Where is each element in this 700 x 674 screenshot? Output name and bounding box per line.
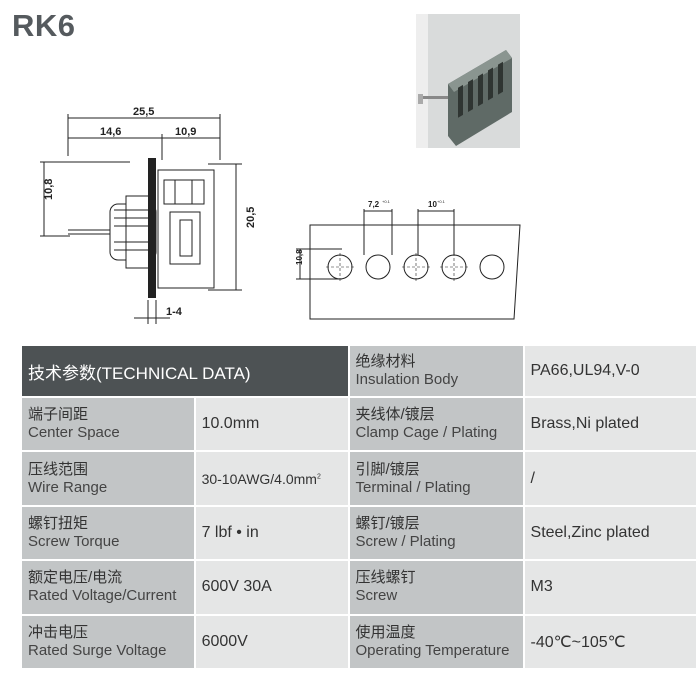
spec-label: 压线螺钉 Screw	[349, 561, 523, 614]
spec-label-en: Terminal / Plating	[355, 478, 471, 496]
spec-label-zh: 冲击电压	[28, 623, 89, 641]
spec-label-en: Operating Temperature	[355, 641, 510, 659]
dim-spacing-tolerance: +0.1	[437, 199, 446, 204]
dim-total: 25,5	[133, 106, 154, 118]
spec-value: 30-10AWG/4.0mm2	[195, 452, 348, 505]
spec-label-zh: 端子间距	[28, 406, 89, 424]
dim-left: 14,6	[100, 126, 121, 138]
spec-value: PA66,UL94,V-0	[524, 346, 696, 396]
spec-label: 压线范围 Wire Range	[22, 452, 194, 505]
dim-pitch-tolerance: +0.1	[382, 199, 391, 204]
spec-label-zh: 绝缘材料	[355, 353, 416, 370]
side-view-drawing: 25,5 14,6 10,9 10,8 20,5 1-4	[40, 106, 257, 324]
dim-pitch: 7,2	[368, 200, 380, 209]
spec-label: 螺钉扭矩 Screw Torque	[22, 506, 194, 560]
spec-value: 7 lbf • in	[195, 506, 348, 560]
spec-value: Brass,Ni plated	[524, 398, 696, 451]
table-row: 额定电压/电流 Rated Voltage/Current 600V 30A 压…	[22, 561, 696, 614]
table-header: 技术参数(TECHNICAL DATA)	[22, 346, 348, 396]
terminal-block-image	[416, 14, 520, 148]
spec-label: 引脚/镀层 Terminal / Plating	[349, 452, 523, 505]
spec-value: -40℃~105℃	[524, 615, 696, 668]
table-row: 技术参数(TECHNICAL DATA) 绝缘材料 Insulation Bod…	[22, 346, 696, 396]
spec-label-en: Screw Torque	[28, 532, 120, 550]
spec-label-zh: 额定电压/电流	[28, 569, 123, 587]
dim-right: 10,9	[175, 126, 196, 138]
spec-label: 绝缘材料 Insulation Body	[349, 346, 523, 396]
table-row: 压线范围 Wire Range 30-10AWG/4.0mm2 引脚/镀层 Te…	[22, 452, 696, 505]
spec-label-en: Wire Range	[28, 478, 108, 496]
technical-data-table: 技术参数(TECHNICAL DATA) 绝缘材料 Insulation Bod…	[20, 344, 698, 670]
dim-panel: 1-4	[166, 306, 183, 318]
spec-value: 600V 30A	[195, 561, 348, 614]
spec-label-zh: 引脚/镀层	[355, 460, 420, 478]
unit-superscript: 2	[316, 472, 321, 480]
dim-hole: 10,8	[295, 249, 304, 265]
spec-label: 螺钉/镀层 Screw / Plating	[349, 506, 523, 560]
spec-label: 使用温度 Operating Temperature	[349, 615, 523, 668]
spec-label: 夹线体/镀层 Clamp Cage / Plating	[349, 398, 523, 451]
wire-range-value: 30-10AWG/4.0mm	[201, 470, 317, 487]
spec-value: M3	[524, 561, 696, 614]
spec-label-en: Insulation Body	[355, 371, 459, 388]
dim-spacing: 10	[428, 200, 437, 209]
spec-value: /	[524, 452, 696, 505]
product-title: RK6	[12, 8, 76, 43]
panel-cutout-drawing: 7,2 +0.1 10 +0.1 10,8	[295, 199, 521, 320]
spec-label: 额定电压/电流 Rated Voltage/Current	[22, 561, 194, 614]
spec-label-zh: 螺钉扭矩	[28, 514, 89, 532]
table-row: 冲击电压 Rated Surge Voltage 6000V 使用温度 Oper…	[22, 615, 696, 668]
spec-label: 端子间距 Center Space	[22, 398, 194, 451]
spec-label-en: Clamp Cage / Plating	[355, 424, 498, 442]
spec-value: 10.0mm	[195, 398, 348, 451]
spec-label-en: Rated Voltage/Current	[28, 587, 177, 605]
table-row: 螺钉扭矩 Screw Torque 7 lbf • in 螺钉/镀层 Screw…	[22, 506, 696, 560]
spec-label-en: Screw / Plating	[355, 532, 456, 550]
spec-label-zh: 使用温度	[355, 623, 416, 641]
spec-label-en: Center Space	[28, 424, 120, 442]
spec-label-zh: 压线螺钉	[355, 569, 416, 587]
table-row: 端子间距 Center Space 10.0mm 夹线体/镀层 Clamp Ca…	[22, 398, 696, 451]
spec-label: 冲击电压 Rated Surge Voltage	[22, 615, 194, 668]
spec-label-en: Screw	[355, 587, 398, 605]
spec-label-zh: 螺钉/镀层	[355, 514, 420, 532]
spec-label-zh: 夹线体/镀层	[355, 406, 435, 424]
spec-value: 6000V	[195, 615, 348, 668]
product-photo	[416, 14, 520, 148]
spec-label-en: Rated Surge Voltage	[28, 641, 167, 659]
dim-height-left: 10,8	[43, 179, 55, 200]
spec-value: Steel,Zinc plated	[524, 506, 696, 560]
spec-label-zh: 压线范围	[28, 460, 89, 478]
dim-height-right: 20,5	[245, 207, 257, 228]
